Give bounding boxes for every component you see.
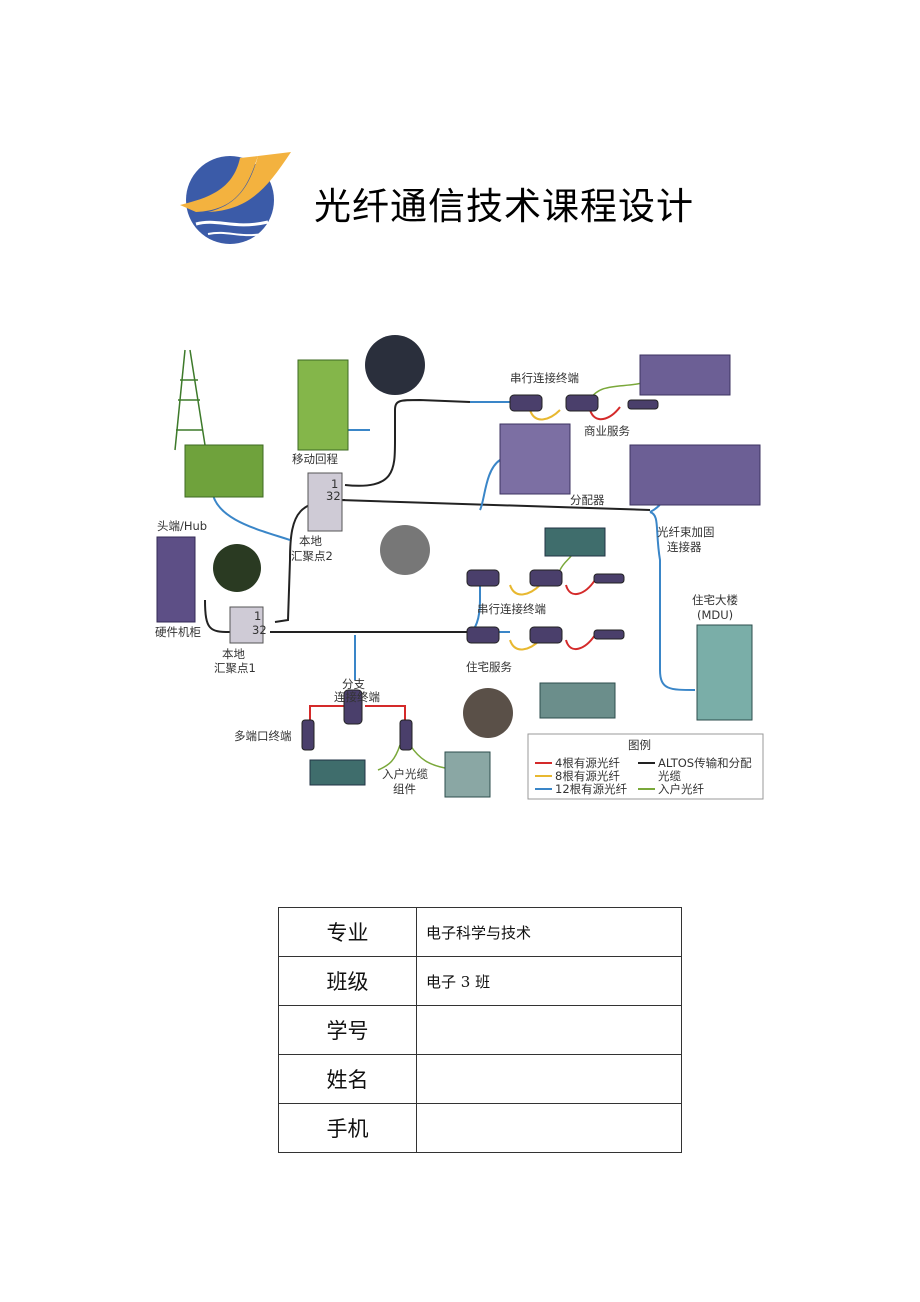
- row-value: [416, 1103, 682, 1153]
- label-splitter: 分配器: [570, 493, 605, 507]
- label-business-service: 商业服务: [584, 424, 630, 438]
- row-label: 班级: [278, 956, 417, 1006]
- house: [544, 527, 606, 557]
- legend: 图例 4根有源光纤 8根有源光纤 12根有源光纤 ALTOS传输和分配 光缆 入…: [527, 733, 764, 800]
- legend-item: 光缆: [658, 769, 681, 783]
- cabinet-detail: [213, 544, 261, 592]
- table-row: 学号: [278, 1005, 682, 1055]
- cable-detail: [380, 525, 430, 575]
- port-label: 32: [252, 623, 267, 637]
- table-row: 专业电子科学与技术: [278, 907, 682, 957]
- legend-title: 图例: [628, 738, 651, 752]
- row-value: [416, 1005, 682, 1055]
- closure-detail: [365, 335, 425, 395]
- commercial-building: [639, 354, 731, 396]
- label-drop-cable: 组件: [393, 782, 416, 796]
- legend-item: 12根有源光纤: [555, 782, 628, 796]
- table-row: 姓名: [278, 1054, 682, 1104]
- label-inline-terminal-top: 串行连接终端: [510, 371, 579, 385]
- row-label: 手机: [278, 1103, 417, 1153]
- hardware-cabinet: [156, 536, 196, 623]
- label-residential-service: 住宅服务: [466, 660, 512, 674]
- label-drop-cable: 入户光缆: [382, 767, 428, 781]
- label-bundle-connector: 连接器: [667, 540, 702, 554]
- 12-fiber-cables: [211, 401, 696, 691]
- office-building: [499, 423, 571, 495]
- port-label: 32: [326, 489, 341, 503]
- label-local-aggregation-2: 汇聚点2: [291, 549, 333, 563]
- local-aggregation-1: [229, 606, 264, 644]
- student-info-table: 专业电子科学与技术 班级电子 3 班 学号 姓名 手机: [278, 907, 682, 1153]
- row-value: 电子科学与技术: [416, 907, 682, 957]
- table-row: 手机: [278, 1103, 682, 1153]
- 4-fiber-cables: [309, 406, 621, 720]
- label-hardware-cabinet: 硬件机柜: [155, 625, 201, 639]
- logo: [180, 152, 291, 244]
- label-inline-terminal-mid: 串行连接终端: [477, 602, 546, 616]
- table-row: 班级电子 3 班: [278, 956, 682, 1006]
- row-label: 姓名: [278, 1054, 417, 1104]
- label-branch-terminal: 分支: [342, 677, 365, 691]
- label-local-aggregation-2: 本地: [299, 534, 322, 548]
- document-title: 光纤通信技术课程设计: [314, 185, 694, 228]
- mdu-building: [696, 624, 753, 721]
- legend-item: 入户光纤: [658, 782, 704, 796]
- network-diagram: 1 32 1 32 串行连接终端 商业服务 移动回程 头端/Hub 硬件机柜 本…: [155, 335, 764, 800]
- legend-item: 8根有源光纤: [555, 769, 620, 783]
- label-multiport-terminal: 多端口终端: [234, 729, 292, 743]
- label-bundle-connector: 光纤束加固: [657, 525, 715, 539]
- legend-item: 4根有源光纤: [555, 756, 620, 770]
- equipment-shelter: [184, 444, 264, 498]
- townhouses: [539, 682, 616, 719]
- campus-buildings: [629, 444, 761, 506]
- mobile-backhaul-building: [297, 359, 349, 451]
- cell-tower: [174, 349, 206, 451]
- row-value: [416, 1054, 682, 1104]
- label-local-aggregation-1: 本地: [222, 647, 245, 661]
- label-branch-terminal: 连接终端: [334, 690, 380, 704]
- house-right: [444, 751, 491, 798]
- port-label: 1: [254, 609, 261, 623]
- label-mobile-backhaul: 移动回程: [292, 452, 338, 466]
- legend-item: ALTOS传输和分配: [658, 756, 752, 770]
- local-aggregation-2: [307, 472, 343, 532]
- drop-detail: [463, 688, 513, 738]
- port-label: 1: [331, 477, 338, 491]
- house-left: [309, 759, 366, 786]
- row-label: 学号: [278, 1005, 417, 1055]
- terminals: [301, 394, 659, 751]
- row-label: 专业: [278, 907, 417, 957]
- label-local-aggregation-1: 汇聚点1: [214, 661, 256, 675]
- label-mdu: 住宅大楼: [692, 593, 738, 607]
- row-value: 电子 3 班: [416, 956, 682, 1006]
- label-headend-hub: 头端/Hub: [157, 519, 207, 533]
- label-mdu: (MDU): [697, 608, 733, 622]
